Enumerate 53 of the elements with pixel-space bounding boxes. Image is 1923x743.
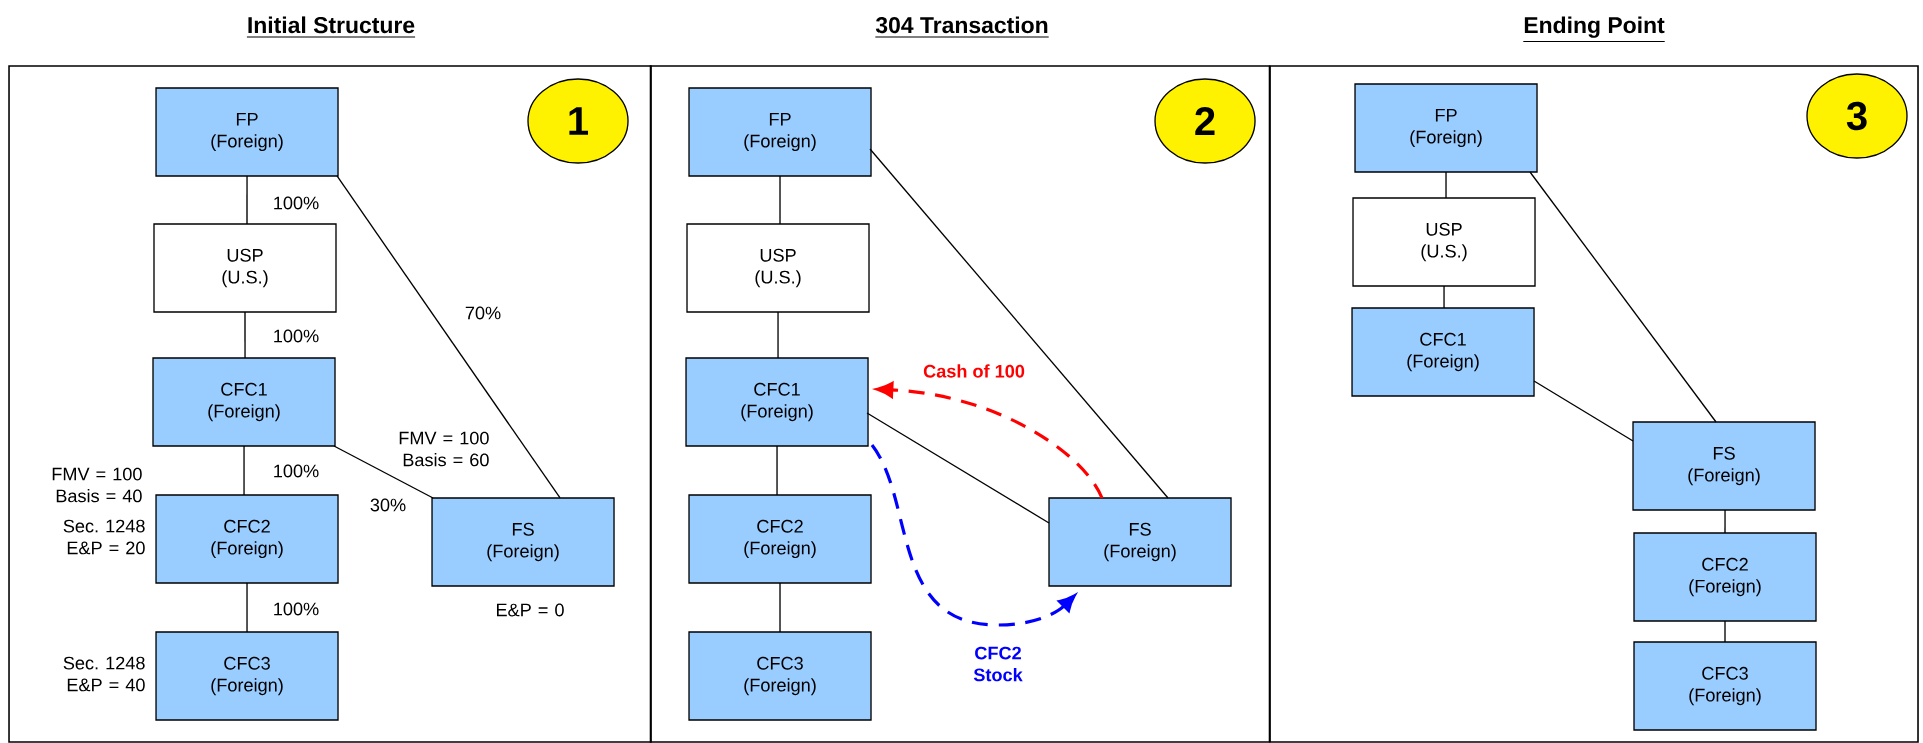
connector-line [246, 175, 248, 225]
edge-label: 100% [270, 461, 322, 481]
edge-label: 100% [270, 193, 322, 213]
note-text: FMV = 100 Basis = 40 [52, 467, 142, 503]
entity-box: FS (Foreign) [431, 497, 615, 587]
connector-line [246, 582, 248, 633]
panel-title: Initial Structure [246, 16, 416, 38]
note-text: E&P = 0 [497, 603, 564, 617]
entity-box: FP (Foreign) [155, 87, 339, 177]
connector-line [1529, 171, 1717, 423]
connector-line [869, 148, 1169, 499]
note-text: FMV = 100 Basis = 60 [399, 431, 489, 467]
connector-line [1533, 380, 1634, 442]
entity-box: FP (Foreign) [1354, 83, 1538, 173]
entity-box: USP (U.S.) [1352, 197, 1536, 287]
entity-box: CFC2 (Foreign) [688, 494, 872, 584]
entity-box: FS (Foreign) [1048, 497, 1232, 587]
edge-label: 30% [367, 495, 409, 515]
entity-box: USP (U.S.) [686, 223, 870, 313]
edge-label: Cash of 100 [920, 361, 1028, 381]
entity-box: CFC2 (Foreign) [155, 494, 339, 584]
connector-line [779, 582, 781, 633]
entity-box: FS (Foreign) [1632, 421, 1816, 511]
connector-line [244, 311, 246, 359]
connector-line [336, 175, 561, 499]
entity-box: CFC3 (Foreign) [688, 631, 872, 721]
connector-line [779, 175, 781, 225]
connector-line [1443, 285, 1445, 309]
connector-line [1724, 509, 1726, 534]
edge-label: 100% [270, 599, 322, 619]
panel-title: 304 Transaction [874, 16, 1050, 38]
connector-line [776, 445, 778, 496]
entity-box: USP (U.S.) [153, 223, 337, 313]
entity-box: CFC1 (Foreign) [1351, 307, 1535, 397]
entity-box: CFC3 (Foreign) [155, 631, 339, 721]
arrow [870, 444, 1076, 627]
note-text: Sec. 1248 E&P = 20 [63, 519, 145, 555]
connector-line [1445, 171, 1447, 199]
entity-box: CFC1 (Foreign) [685, 357, 869, 447]
note-text: Sec. 1248 E&P = 40 [63, 656, 145, 692]
entity-box: CFC2 (Foreign) [1633, 532, 1817, 622]
connector-line [243, 445, 245, 496]
connector-line [777, 311, 779, 359]
edge-label: 100% [270, 326, 322, 346]
edge-label: CFC2 Stock [962, 643, 1034, 684]
entity-box: FP (Foreign) [688, 87, 872, 177]
entity-box: CFC3 (Foreign) [1633, 641, 1817, 731]
edge-label: 70% [462, 303, 504, 323]
connector-line [1724, 620, 1726, 643]
connector-line [866, 412, 1050, 524]
entity-box: CFC1 (Foreign) [152, 357, 336, 447]
panel-title: Ending Point [1522, 16, 1666, 43]
connector-line [333, 445, 434, 499]
